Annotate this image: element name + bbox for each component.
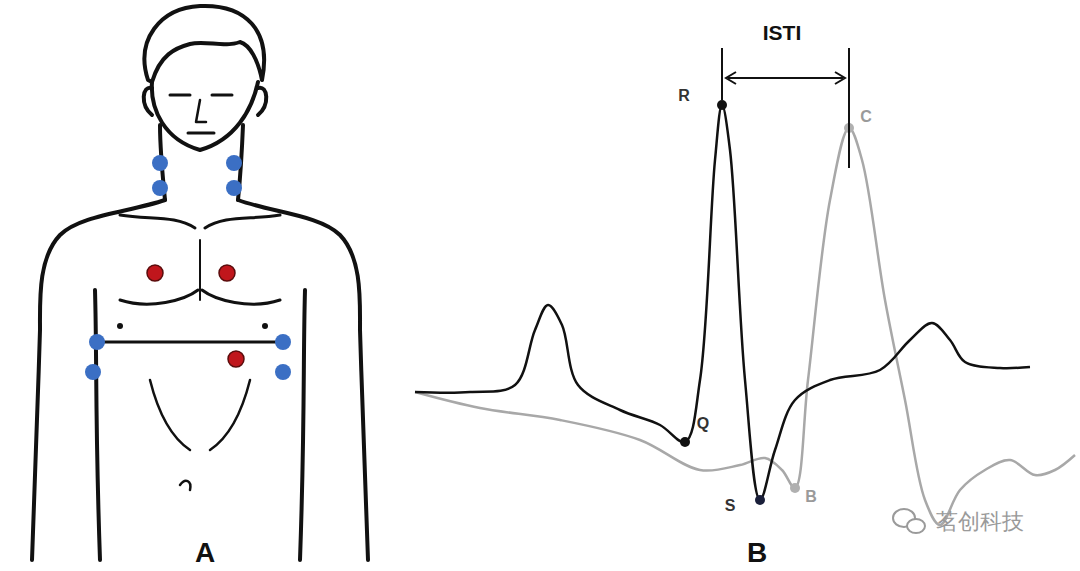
wave-point: [790, 483, 800, 493]
wechat-icon: [893, 509, 925, 533]
body-outline: [32, 6, 368, 560]
red-electrodes: [147, 265, 244, 367]
blue-electrodes: [85, 155, 291, 380]
watermark: 茗创科技: [936, 511, 1024, 533]
wave-point-label: C: [860, 109, 872, 125]
impedance-wave: [415, 128, 1075, 525]
nipples: [117, 323, 268, 329]
interval-label: ISTI: [763, 22, 802, 43]
wave-point: [755, 495, 765, 505]
isti-bracket: [722, 48, 849, 168]
wave-point-label: B: [805, 489, 817, 505]
wave-point-label: R: [678, 88, 690, 104]
wave-point-label: S: [725, 498, 736, 514]
wave-point-label: Q: [697, 416, 709, 432]
ecg-wave: [415, 105, 1030, 500]
waveforms: [415, 100, 1075, 525]
wave-point: [717, 100, 727, 110]
panel-label: B: [747, 539, 767, 567]
panel-label: A: [195, 539, 215, 567]
wave-point: [680, 437, 690, 447]
